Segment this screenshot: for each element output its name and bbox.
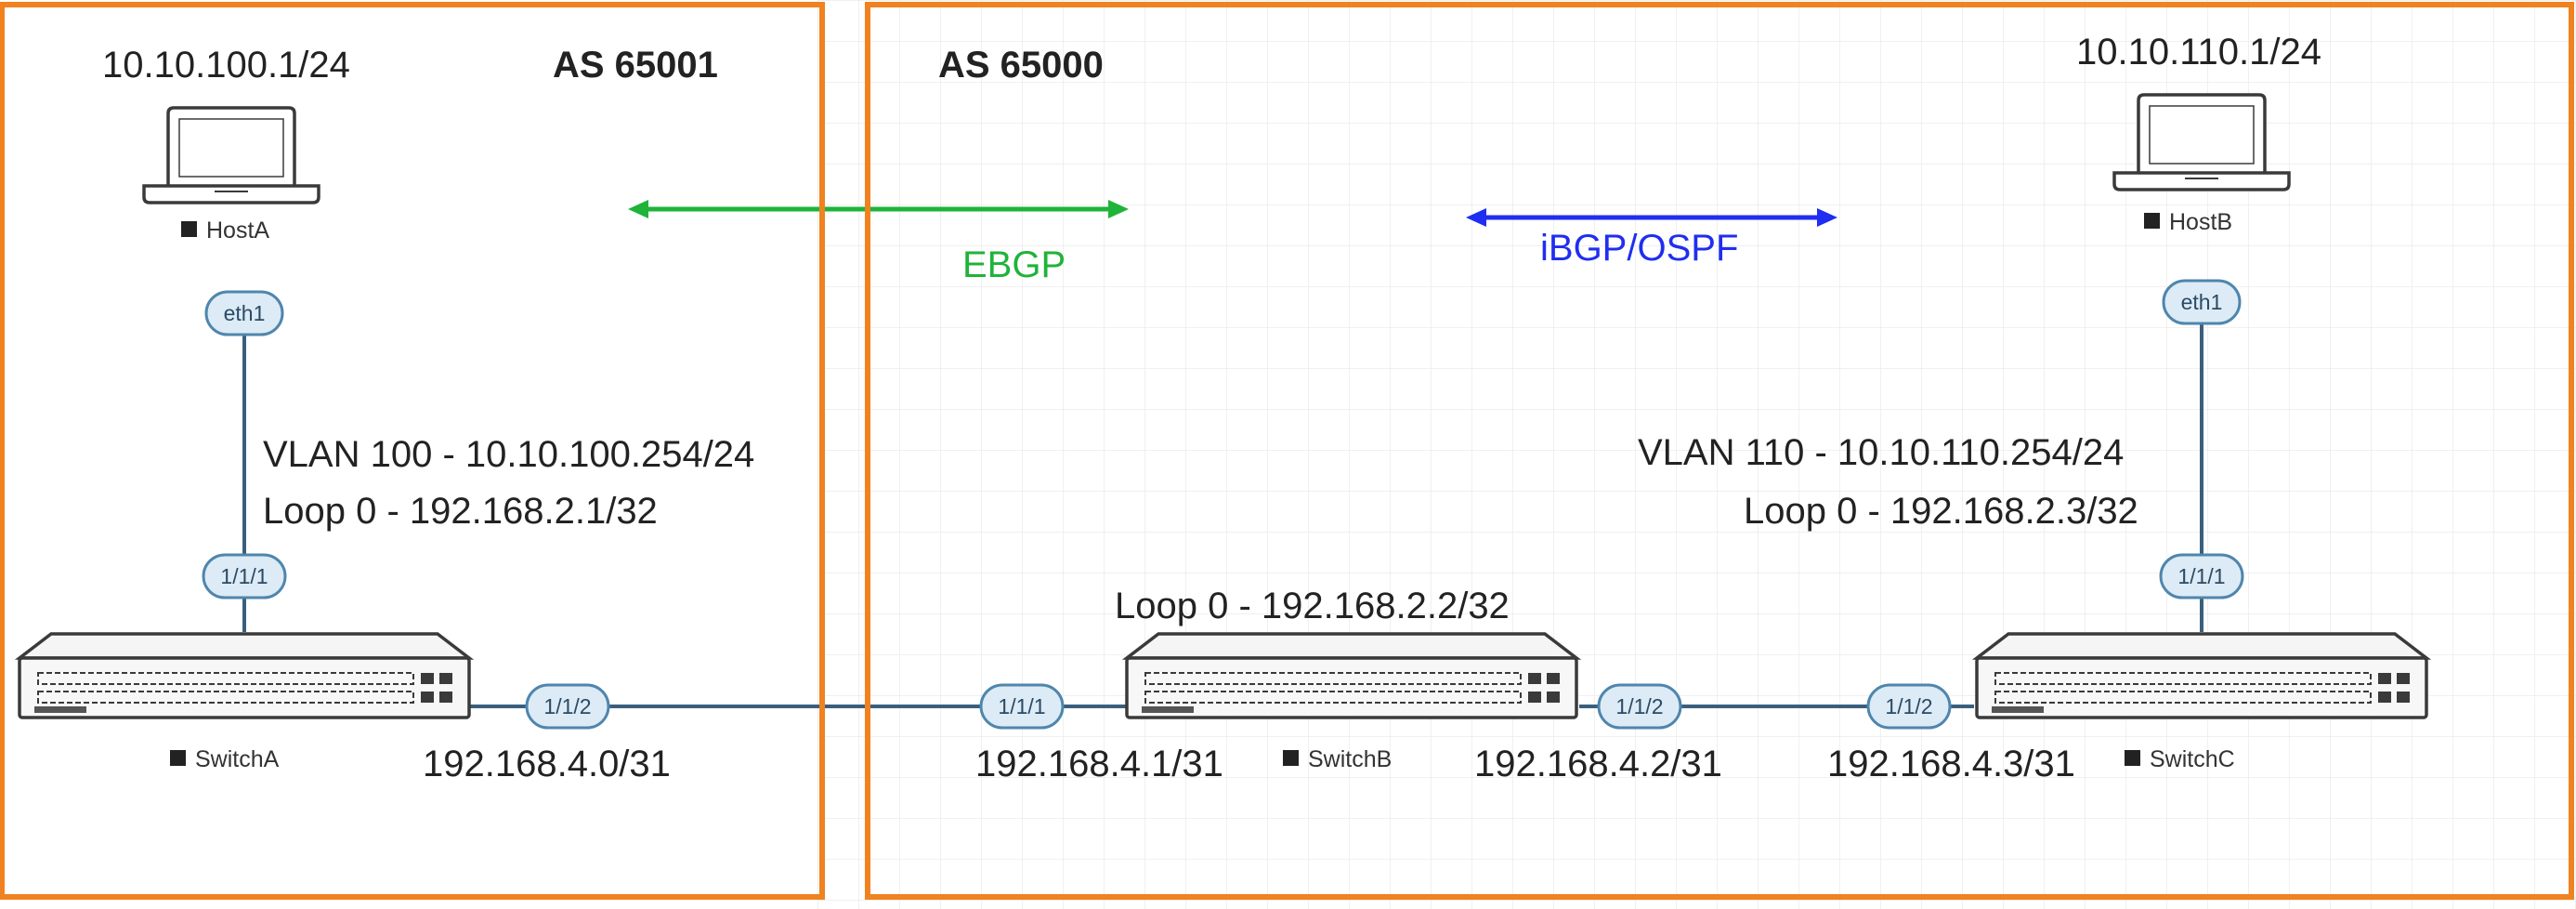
switcha-uplink-ip-label: 192.168.4.0/31 — [423, 744, 671, 784]
switchb-port-1-1-2: 1/1/2 — [1597, 683, 1682, 730]
switchc-name-label: SwitchC — [2150, 746, 2235, 772]
switchc-left-ip-label: 192.168.4.3/31 — [1827, 744, 2075, 784]
svg-text:eth1: eth1 — [224, 301, 266, 325]
as-65001-label: AS 65001 — [553, 45, 718, 86]
switchb-loop-label: Loop 0 - 192.168.2.2/32 — [1115, 586, 1510, 626]
switcha-port-1-1-1: 1/1/1 — [202, 553, 287, 599]
svg-text:1/1/1: 1/1/1 — [998, 694, 1045, 718]
ibgp-ospf-label: iBGP/OSPF — [1540, 228, 1738, 269]
switchc-switch-icon — [1975, 632, 2428, 719]
switchc-port-1-1-1: 1/1/1 — [2159, 553, 2244, 599]
as-65000-label: AS 65000 — [938, 45, 1104, 86]
switcha-vlan-label: VLAN 100 - 10.10.100.254/24 — [263, 434, 754, 475]
switchb-port-1-1-1: 1/1/1 — [979, 683, 1065, 730]
ibgp-ospf-arrow — [1466, 208, 1837, 227]
hosta-laptop-icon — [142, 106, 320, 204]
hostb-status-square — [2144, 213, 2160, 229]
as-65000-boundary — [865, 2, 2574, 900]
switcha-status-square — [170, 750, 186, 766]
svg-text:1/1/2: 1/1/2 — [543, 694, 591, 718]
ebgp-label: EBGP — [962, 244, 1066, 285]
switcha-switch-icon — [18, 632, 471, 719]
switcha-name-label: SwitchA — [195, 746, 280, 772]
hosta-name-label: HostA — [206, 217, 269, 244]
as-65001-boundary — [0, 2, 825, 900]
switchb-switch-icon — [1125, 632, 1578, 719]
hostb-laptop-icon — [2112, 93, 2291, 191]
hosta-status-square — [181, 221, 197, 237]
hostb-eth1-port: eth1 — [2162, 279, 2242, 325]
svg-text:1/1/1: 1/1/1 — [2177, 564, 2225, 588]
svg-text:eth1: eth1 — [2181, 290, 2223, 314]
switchb-name-label: SwitchB — [1308, 746, 1392, 772]
hosta-ip-label: 10.10.100.1/24 — [102, 45, 350, 86]
switchc-status-square — [2125, 750, 2140, 766]
switchc-port-1-1-2: 1/1/2 — [1866, 683, 1952, 730]
switchb-status-square — [1283, 750, 1299, 766]
ebgp-arrow — [628, 200, 1129, 218]
hosta-eth1-port: eth1 — [204, 290, 284, 336]
svg-text:1/1/2: 1/1/2 — [1615, 694, 1663, 718]
hostb-ip-label: 10.10.110.1/24 — [2076, 32, 2321, 72]
switchb-left-ip-label: 192.168.4.1/31 — [975, 744, 1223, 784]
switcha-loop-label: Loop 0 - 192.168.2.1/32 — [263, 491, 658, 532]
hostb-name-label: HostB — [2169, 209, 2232, 235]
switchc-vlan-label: VLAN 110 - 10.10.110.254/24 — [1638, 432, 2124, 473]
svg-text:1/1/1: 1/1/1 — [220, 564, 268, 588]
svg-text:1/1/2: 1/1/2 — [1885, 694, 1932, 718]
switchb-right-ip-label: 192.168.4.2/31 — [1474, 744, 1722, 784]
switcha-port-1-1-2: 1/1/2 — [525, 683, 610, 730]
switchc-loop-label: Loop 0 - 192.168.2.3/32 — [1744, 491, 2138, 532]
